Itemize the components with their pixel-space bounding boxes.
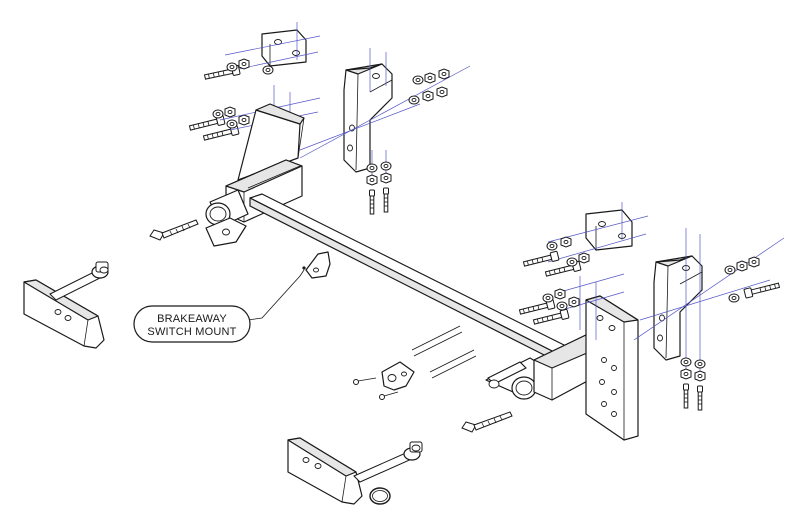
middle-spring-rods <box>411 325 477 379</box>
callout-line-1: BRAKEAWAY <box>157 313 227 325</box>
brakeaway-switch-mount-tab <box>305 251 331 279</box>
middle-clip-bracket <box>381 361 415 391</box>
right-large-plate <box>585 295 639 441</box>
upper-center-l-bracket <box>343 63 393 173</box>
brakeaway-callout: BRAKEAWAY SWITCH MOUNT <box>133 305 251 343</box>
bottom-retaining-clip <box>369 487 391 505</box>
upper-left-plate-axis-lines <box>224 22 321 73</box>
left-tube-end <box>205 189 249 247</box>
left-pin-bolt <box>149 219 199 241</box>
right-bracket-axis-lines <box>633 228 785 374</box>
bottom-linkage-arm <box>287 437 363 505</box>
lower-left-pin <box>49 261 109 301</box>
callout-line-2: SWITCH MOUNT <box>147 326 236 338</box>
bottom-pin <box>353 441 423 483</box>
main-cross-bar <box>249 193 567 361</box>
right-pin-bolt <box>461 411 513 433</box>
lower-left-linkage-arm <box>23 279 105 349</box>
right-bolts <box>518 236 590 327</box>
callout-leader-line <box>247 266 306 321</box>
middle-small-screws <box>353 377 399 400</box>
upper-left-mounting-plate <box>261 29 307 67</box>
